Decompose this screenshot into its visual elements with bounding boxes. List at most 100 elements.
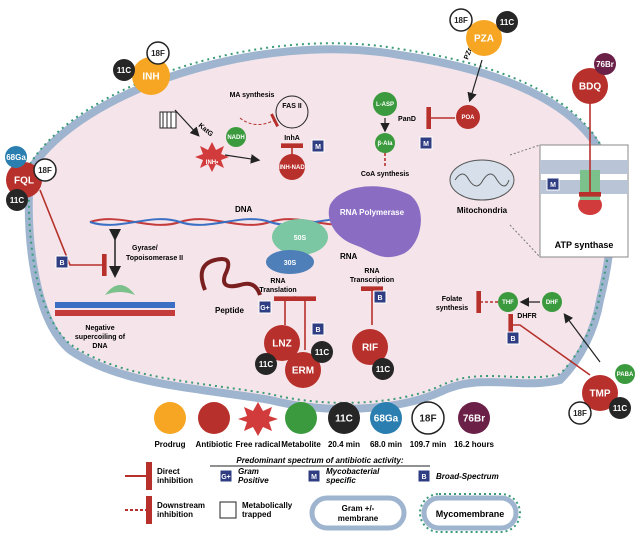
legend-iso-f18: 18F bbox=[411, 401, 445, 435]
gyrase: Gyrase/ Topoisomerase II Negative superc… bbox=[55, 229, 183, 350]
metab-thf-label: THF bbox=[502, 300, 514, 306]
legend-prodrug-swatch bbox=[154, 402, 186, 434]
legend-myco-2: specific bbox=[326, 476, 356, 485]
fql-ga68-label: 68Ga bbox=[6, 153, 26, 162]
dna-label: DNA bbox=[235, 205, 253, 214]
legend-free-radical-swatch bbox=[238, 402, 278, 436]
drug-bdq: BDQ bbox=[572, 68, 608, 104]
metab-l-asp-label: L-ASP bbox=[376, 102, 394, 108]
legend-free-radical-label: Free radical bbox=[236, 440, 281, 449]
tmp-f18-label: 18F bbox=[573, 409, 587, 418]
legend-mycomembrane-label: Mycomembrane bbox=[436, 509, 505, 519]
metab-thf: THF bbox=[498, 292, 518, 312]
metab-b-ala: β-Ala bbox=[375, 133, 395, 153]
legend-prodrug-label: Prodrug bbox=[154, 440, 185, 449]
metab-nadh: NADH bbox=[226, 127, 246, 147]
legend-mycomembrane bbox=[421, 495, 519, 531]
badge-erm-b: B bbox=[311, 322, 325, 336]
atp-synthase-label: ATP synthase bbox=[555, 240, 614, 250]
30s-label: 30S bbox=[284, 260, 297, 267]
drug-lnz-label: LNZ bbox=[272, 339, 291, 350]
50s-label: 50S bbox=[294, 235, 307, 242]
drug-rif-label: RIF bbox=[362, 343, 378, 354]
legend-iso-br76-label: 76Br bbox=[463, 414, 485, 425]
legend-gram-membrane bbox=[309, 495, 407, 531]
rna-transcription-2: Transcription bbox=[350, 277, 394, 284]
legend-iso-ga68-time: 68.0 min bbox=[370, 440, 402, 449]
legend-iso-c11-time: 20.4 min bbox=[328, 440, 360, 449]
inh-f18-label: 18F bbox=[151, 49, 165, 58]
neg-label-1: Negative bbox=[85, 325, 114, 332]
drug-tmp: TMP bbox=[582, 375, 618, 411]
fql-f18: 18F bbox=[33, 158, 57, 182]
legend-gplus: G+ bbox=[219, 469, 233, 483]
legend-myco-1: Mycobacterial bbox=[326, 467, 380, 476]
metab-paba: PABA bbox=[615, 364, 635, 384]
dhfr-label: DHFR bbox=[517, 313, 536, 320]
folate-label-2: synthesis bbox=[436, 305, 468, 312]
legend-gram-membrane-label-1: Gram +/- bbox=[342, 504, 375, 513]
metab-paba-label: PABA bbox=[617, 372, 634, 378]
legend-direct-1: Direct bbox=[157, 467, 180, 476]
legend-iso-f18-label: 18F bbox=[419, 414, 436, 425]
drug-inh-label: INH bbox=[142, 72, 159, 83]
badge-erm-b-label: B bbox=[315, 327, 320, 334]
pza-f18-label: 18F bbox=[454, 16, 468, 25]
pza-c11: 11C bbox=[496, 11, 518, 33]
mitochondria-label: Mitochondria bbox=[457, 206, 508, 215]
metab-nadh-label: NADH bbox=[227, 135, 244, 141]
rna-translation-1: RNA bbox=[270, 278, 285, 285]
rna-polymerase: RNA Polymerase bbox=[328, 186, 421, 258]
legend-down-2: inhibition bbox=[157, 510, 193, 519]
legend-trapped-icon bbox=[219, 501, 237, 519]
rna-polymerase-label: RNA Polymerase bbox=[340, 208, 405, 217]
legend-b: B bbox=[417, 469, 431, 483]
legend-m-label: M bbox=[311, 474, 317, 481]
legend-gplus-label: G+ bbox=[221, 474, 231, 481]
badge-bdq-m-label: M bbox=[550, 182, 556, 189]
erm-c11: 11C bbox=[311, 341, 333, 363]
inh-f18: 18F bbox=[146, 41, 170, 65]
tmp-f18: 18F bbox=[568, 401, 592, 425]
fql-c11-label: 11C bbox=[10, 196, 24, 205]
metab-dhf: DHF bbox=[542, 292, 562, 312]
gyrase-label-1: Gyrase/ bbox=[132, 245, 158, 252]
legend-m: M bbox=[307, 469, 321, 483]
badge-inh-m-label: M bbox=[315, 144, 321, 151]
lnz-c11: 11C bbox=[255, 353, 277, 375]
ribosome: 50S 30S bbox=[266, 219, 328, 274]
drug-rif: RIF bbox=[352, 329, 388, 365]
legend-iso-ga68: 68Ga bbox=[370, 402, 402, 434]
spectrum-title: Predominant spectrum of antibiotic activ… bbox=[236, 456, 403, 465]
drug-bdq-label: BDQ bbox=[579, 82, 601, 93]
legend-direct-2: inhibition bbox=[157, 476, 193, 485]
legend-broad: Broad-Spectrum bbox=[436, 472, 499, 481]
inhibition-lines bbox=[39, 100, 602, 376]
legend-metabolite-label: Metabolite bbox=[281, 440, 321, 449]
lnz-c11-label: 11C bbox=[259, 360, 273, 369]
pza-c11-label: 11C bbox=[500, 18, 514, 27]
fql-f18-label: 18F bbox=[38, 166, 52, 175]
legend-b-label: B bbox=[421, 474, 426, 481]
drug-lnz: LNZ bbox=[264, 325, 300, 361]
legend-iso-f18-time: 109.7 min bbox=[410, 440, 447, 449]
peptide-chain bbox=[199, 257, 262, 296]
pathway-arrows bbox=[174, 59, 601, 363]
trapped-icon bbox=[159, 111, 177, 129]
drug-fql: FQL bbox=[6, 162, 42, 198]
badge-pza-m: M bbox=[419, 136, 433, 150]
legend-iso-br76: 76Br bbox=[458, 402, 490, 434]
drug-fql-label: FQL bbox=[14, 176, 34, 187]
legend-gram-1: Gram bbox=[238, 467, 259, 476]
legend-iso-br76-time: 16.2 hours bbox=[454, 440, 495, 449]
badge-bdq-m: M bbox=[546, 177, 560, 191]
badge-fql-b-label: B bbox=[59, 260, 64, 267]
badge-tmp-b-label: B bbox=[510, 336, 515, 343]
badge-lnz-gplus: G+ bbox=[258, 300, 272, 314]
coa-synthesis-label-1: CoA synthesis bbox=[361, 171, 409, 178]
ma-downstream-arrow bbox=[239, 113, 280, 128]
legend-metabolite-swatch bbox=[285, 402, 317, 434]
rna-label: RNA bbox=[340, 252, 358, 261]
peptide-label: Peptide bbox=[215, 306, 244, 315]
pza-f18: 18F bbox=[449, 8, 473, 32]
